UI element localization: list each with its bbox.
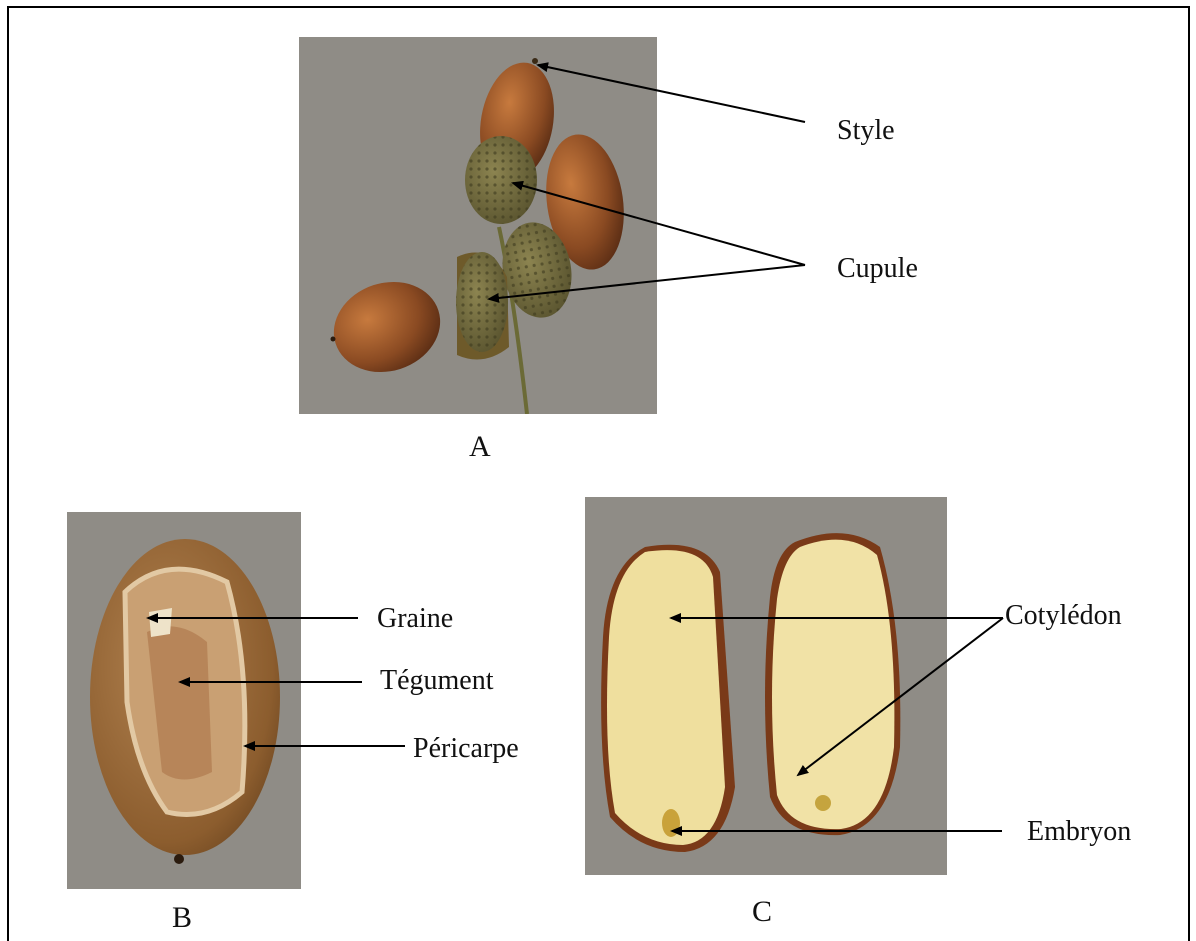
photo-c-cotyledons	[585, 497, 947, 875]
panel-letter-a: A	[469, 432, 491, 462]
label-embryon: Embryon	[1027, 818, 1131, 846]
photo-a-acorns	[299, 37, 657, 414]
label-style: Style	[837, 117, 895, 145]
label-tegument: Tégument	[380, 667, 494, 695]
label-pericarpe: Péricarpe	[413, 735, 519, 763]
photo-b-opened-acorn	[67, 512, 301, 889]
panel-letter-b: B	[172, 903, 192, 933]
label-cupule: Cupule	[837, 255, 918, 283]
label-graine: Graine	[377, 605, 453, 633]
panel-letter-c: C	[752, 897, 772, 927]
label-cotyledon: Cotylédon	[1005, 602, 1122, 630]
